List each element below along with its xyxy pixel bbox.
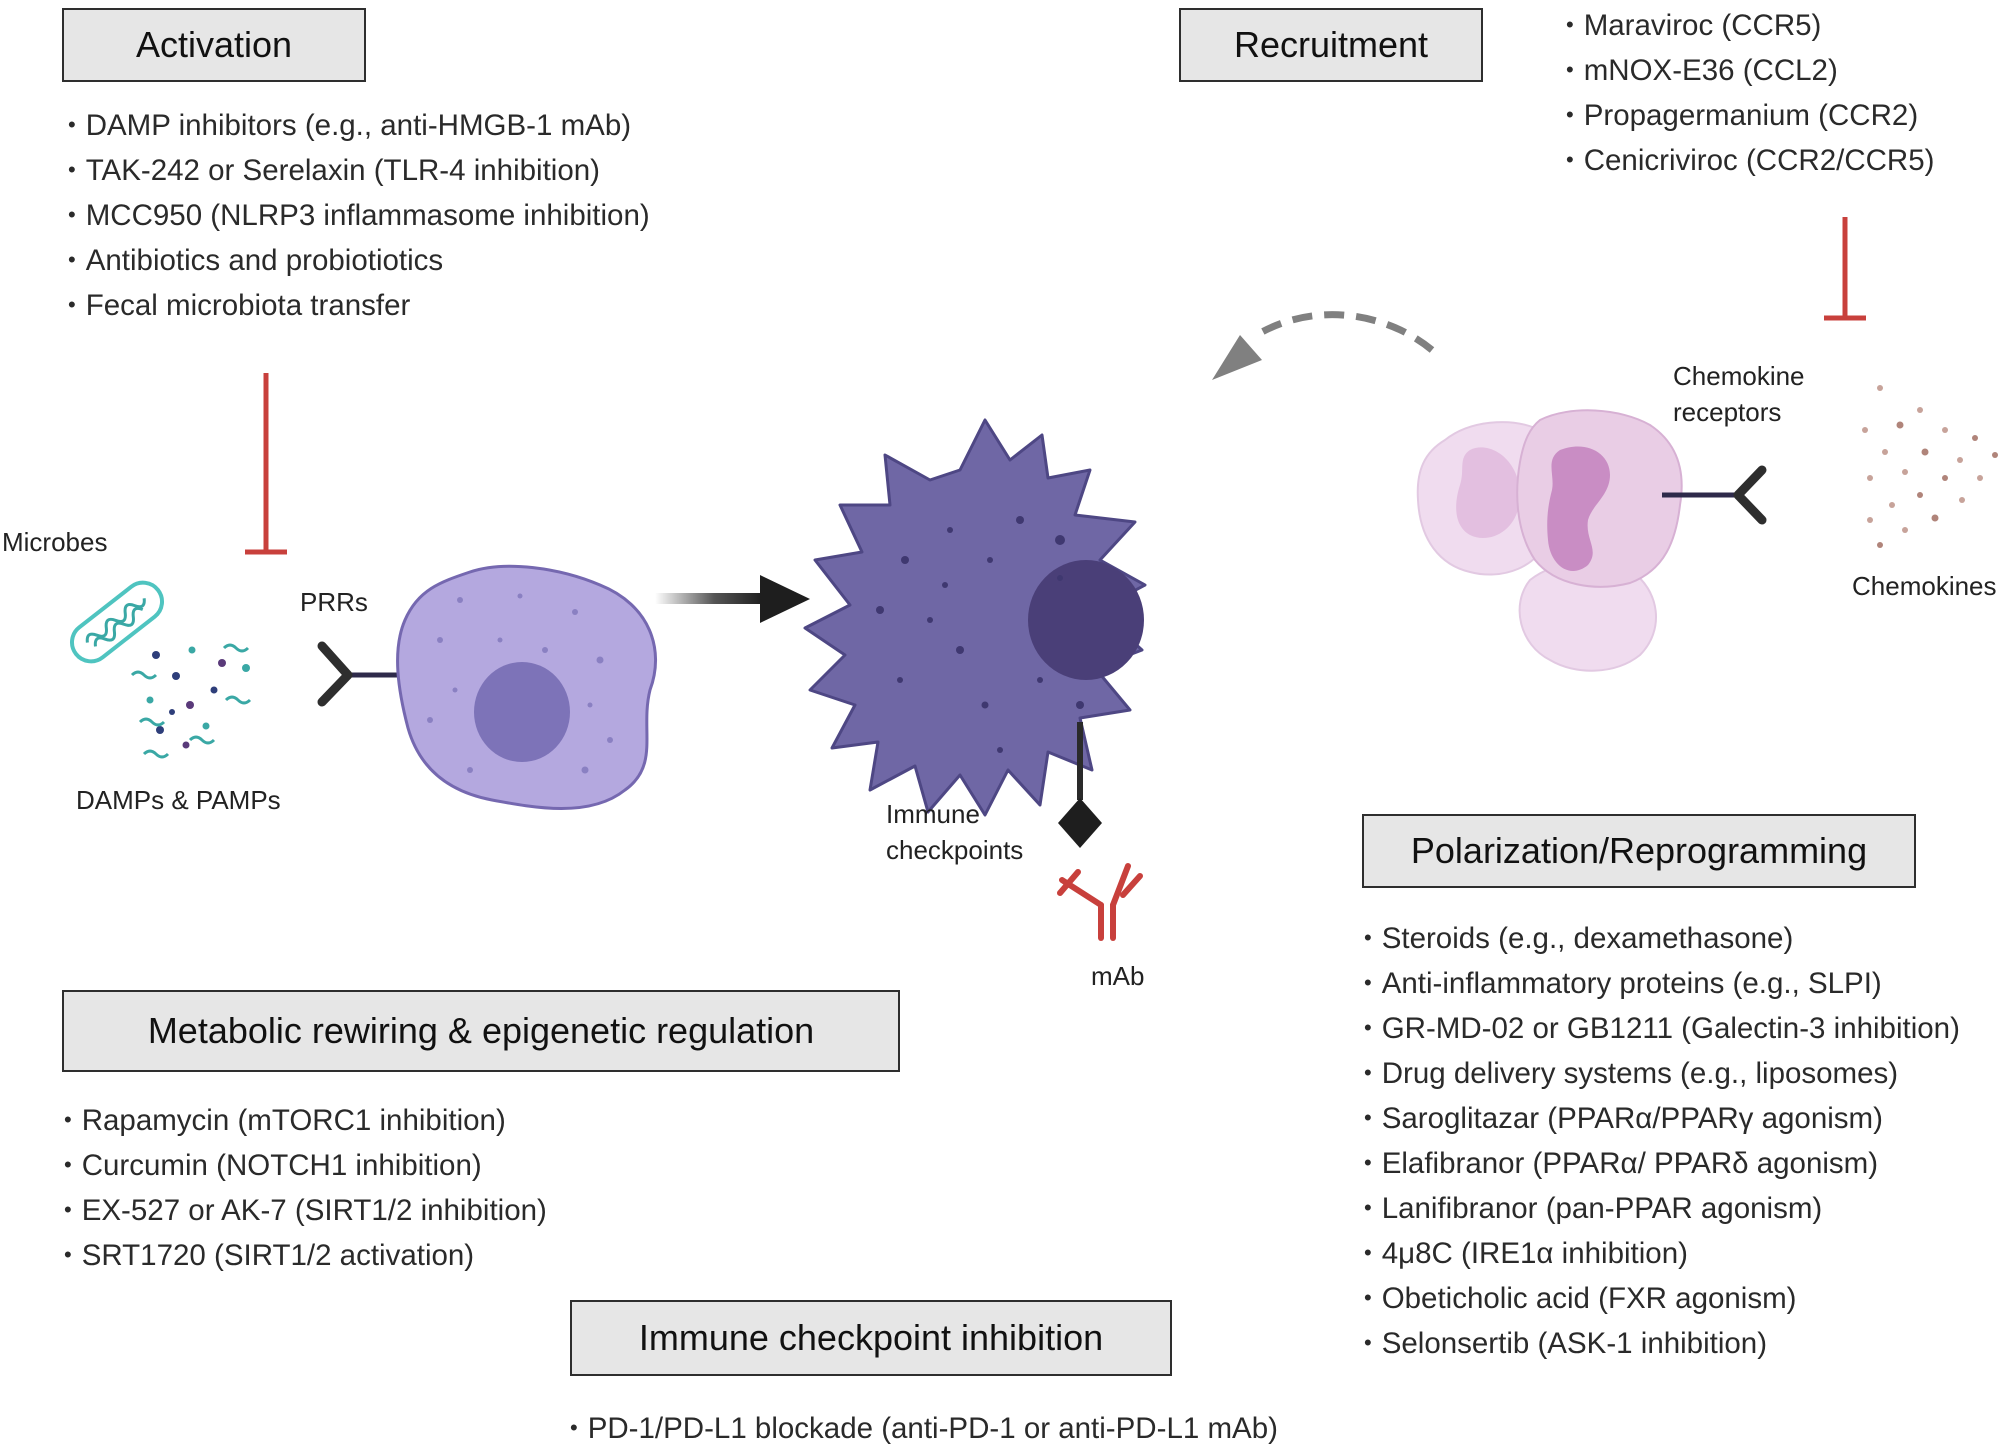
list-item: Rapamycin (mTORC1 inhibition) bbox=[64, 1099, 547, 1144]
bacterium-icon bbox=[69, 580, 165, 664]
mab-label: mAb bbox=[1091, 961, 1145, 991]
list-item: Anti-inflammatory proteins (e.g., SLPI) bbox=[1364, 962, 1960, 1007]
mab-antibody-icon bbox=[1057, 863, 1143, 941]
immune-checkpoints-label-line1: Immune bbox=[886, 799, 980, 829]
list-item: Maraviroc (CCR5) bbox=[1566, 4, 1934, 49]
list-item: Lanifibranor (pan-PPAR agonism) bbox=[1364, 1187, 1960, 1232]
recruitment-list: Maraviroc (CCR5) mNOX-E36 (CCL2) Propage… bbox=[1566, 4, 1935, 184]
polarization-title: Polarization/Reprogramming bbox=[1410, 830, 1868, 871]
metabolic-title: Metabolic rewiring & epigenetic regulati… bbox=[147, 1010, 815, 1051]
checkpoint-list: PD-1/PD-L1 blockade (anti-PD-1 or anti-P… bbox=[570, 1407, 1278, 1452]
activation-arrow-icon bbox=[655, 575, 810, 623]
polarization-list: Steroids (e.g., dexamethasone) Anti-infl… bbox=[1364, 917, 1960, 1367]
list-item: Antibiotics and probiotiotics bbox=[68, 239, 650, 284]
chemokine-receptors-label: Chemokine receptors bbox=[1673, 358, 1805, 430]
chemokine-particles-icon bbox=[1862, 385, 1998, 548]
microbes-label: Microbes bbox=[2, 527, 108, 557]
chemokine-receptor-icon bbox=[1662, 465, 1767, 525]
immune-checkpoints-label: Immune checkpoints bbox=[886, 796, 1023, 868]
checkpoint-title-box: Immune checkpoint inhibition bbox=[570, 1300, 1172, 1376]
list-item: Steroids (e.g., dexamethasone) bbox=[1364, 917, 1960, 962]
prrs-label: PRRs bbox=[300, 587, 368, 617]
list-item: TAK-242 or Serelaxin (TLR-4 inhibition) bbox=[68, 149, 650, 194]
damps-pamps-particles-icon bbox=[130, 643, 252, 759]
list-item: 4μ8C (IRE1α inhibition) bbox=[1364, 1232, 1960, 1277]
list-item: Curcumin (NOTCH1 inhibition) bbox=[64, 1144, 547, 1189]
metabolic-title-box: Metabolic rewiring & epigenetic regulati… bbox=[62, 990, 900, 1072]
chemokines-label: Chemokines bbox=[1852, 571, 1997, 601]
damps-label: DAMPs & PAMPs bbox=[76, 785, 281, 815]
recruitment-title: Recruitment bbox=[1233, 24, 1429, 65]
list-item: Saroglitazar (PPARα/PPARγ agonism) bbox=[1364, 1097, 1960, 1142]
activation-inhibition-icon bbox=[245, 373, 287, 555]
list-item: Selonsertib (ASK-1 inhibition) bbox=[1364, 1322, 1960, 1367]
activated-macrophage-icon bbox=[803, 418, 1147, 817]
recruitment-title-box: Recruitment bbox=[1179, 8, 1483, 82]
list-item: Cenicriviroc (CCR2/CCR5) bbox=[1566, 139, 1935, 184]
list-item: mNOX-E36 (CCL2) bbox=[1566, 49, 1934, 94]
list-item: Fecal microbiota transfer bbox=[68, 284, 650, 329]
list-item: Drug delivery systems (e.g., liposomes) bbox=[1364, 1052, 1960, 1097]
list-item: SRT1720 (SIRT1/2 activation) bbox=[64, 1234, 547, 1279]
list-item: GR-MD-02 or GB1211 (Galectin-3 inhibitio… bbox=[1364, 1007, 1960, 1052]
chemokine-receptors-label-line1: Chemokine bbox=[1673, 361, 1805, 391]
chemokine-receptors-label-line2: receptors bbox=[1673, 397, 1782, 427]
list-item: MCC950 (NLRP3 inflammasome inhibition) bbox=[68, 194, 650, 239]
activation-list: DAMP inhibitors (e.g., anti-HMGB-1 mAb) … bbox=[68, 104, 650, 329]
list-item: EX-527 or AK-7 (SIRT1/2 inhibition) bbox=[64, 1189, 547, 1234]
metabolic-list: Rapamycin (mTORC1 inhibition) Curcumin (… bbox=[64, 1099, 547, 1279]
list-item: Obeticholic acid (FXR agonism) bbox=[1364, 1277, 1960, 1322]
activation-title: Activation bbox=[135, 24, 293, 65]
list-item: PD-1/PD-L1 blockade (anti-PD-1 or anti-P… bbox=[570, 1407, 1278, 1452]
list-item: Propagermanium (CCR2) bbox=[1566, 94, 1934, 139]
immune-checkpoints-label-line2: checkpoints bbox=[886, 835, 1024, 865]
list-item: DAMP inhibitors (e.g., anti-HMGB-1 mAb) bbox=[68, 104, 650, 149]
polarization-title-box: Polarization/Reprogramming bbox=[1362, 814, 1916, 888]
monocyte-cells-icon bbox=[1416, 409, 1683, 672]
list-item: Elafibranor (PPARα/ PPARδ agonism) bbox=[1364, 1142, 1960, 1187]
activation-title-box: Activation bbox=[62, 8, 366, 82]
resting-macrophage-icon bbox=[396, 564, 658, 810]
checkpoint-title: Immune checkpoint inhibition bbox=[638, 1317, 1104, 1358]
recruitment-dashed-arrow-icon bbox=[1212, 311, 1435, 380]
recruitment-inhibition-icon bbox=[1824, 217, 1866, 321]
immune-checkpoint-icon bbox=[1058, 722, 1102, 848]
